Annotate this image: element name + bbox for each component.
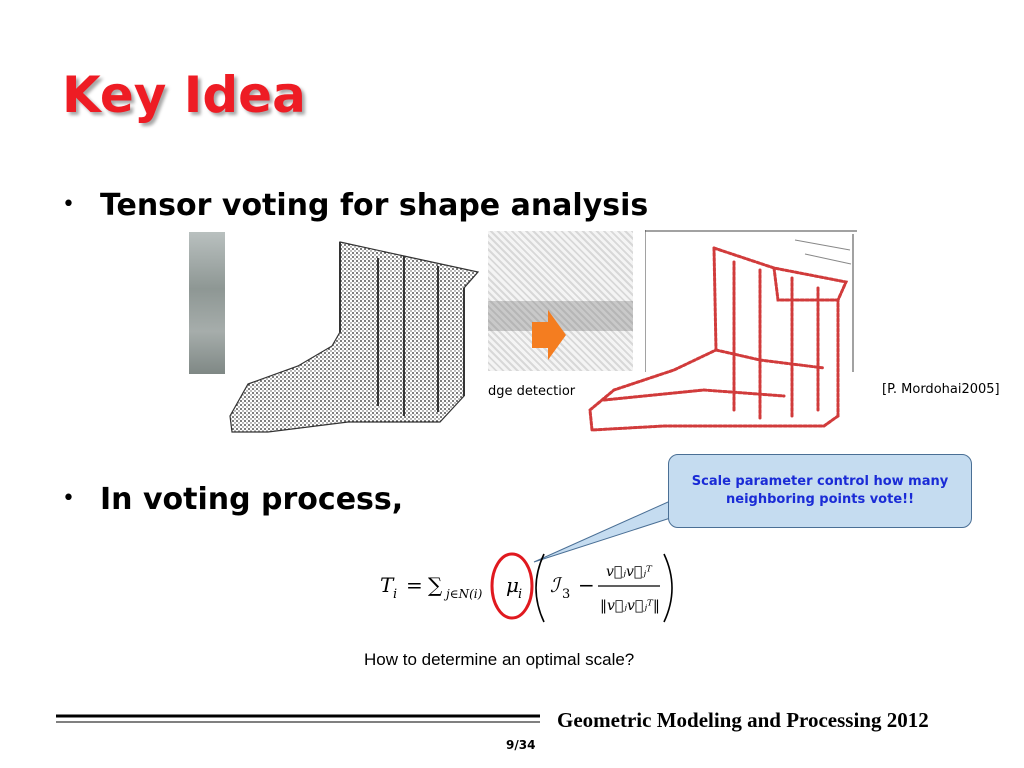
formula-mu-sub: i bbox=[518, 587, 522, 602]
formula-equals: = bbox=[406, 573, 423, 597]
highlight-circle bbox=[490, 552, 534, 620]
bullet-text: In voting process, bbox=[100, 482, 404, 517]
point-cloud-black-image bbox=[229, 241, 480, 433]
citation-reference: [P. Mordohai2005] bbox=[882, 382, 1000, 397]
formula-denominator: ‖v⃗ⱼv⃗ⱼᵀ‖ bbox=[600, 598, 660, 614]
slide-title: Key Idea bbox=[62, 66, 306, 124]
bullet-text: Tensor voting for shape analysis bbox=[100, 188, 649, 223]
footer-conference: Geometric Modeling and Processing 2012 bbox=[557, 708, 929, 732]
formula-lhs-sub: i bbox=[393, 587, 397, 602]
scale-parameter-callout: Scale parameter control how many neighbo… bbox=[668, 454, 972, 528]
stone-texture-image bbox=[189, 232, 225, 374]
bullet-tensor-voting: • Tensor voting for shape analysis bbox=[62, 188, 648, 223]
bullet-voting-process: • In voting process, bbox=[62, 482, 403, 517]
edge-detection-caption: dge detectior bbox=[488, 384, 576, 399]
formula-sum-sub: j∈N(i) bbox=[443, 587, 483, 601]
optimal-scale-question: How to determine an optimal scale? bbox=[364, 650, 635, 669]
bullet-marker: • bbox=[62, 486, 75, 511]
point-cloud-red-image bbox=[588, 246, 849, 432]
formula-mu: μ bbox=[506, 573, 519, 597]
arrow-right-icon bbox=[532, 310, 566, 360]
formula-sum: ∑ bbox=[428, 573, 443, 597]
formula-lhs: T bbox=[380, 573, 395, 597]
page-number: 9/34 bbox=[506, 738, 536, 752]
formula-numerator: v⃗ⱼv⃗ⱼᵀ bbox=[606, 564, 653, 580]
footer-divider bbox=[56, 714, 540, 723]
scan-image bbox=[488, 231, 633, 371]
tensor-voting-formula: T i = ∑ j∈N(i) μ i ℐ 3 − v⃗ⱼv⃗ⱼᵀ ‖v⃗ⱼv⃗ⱼ… bbox=[380, 552, 673, 623]
formula-identity-sub: 3 bbox=[562, 587, 570, 602]
bullet-marker: • bbox=[62, 192, 75, 217]
formula-minus: − bbox=[578, 573, 595, 597]
